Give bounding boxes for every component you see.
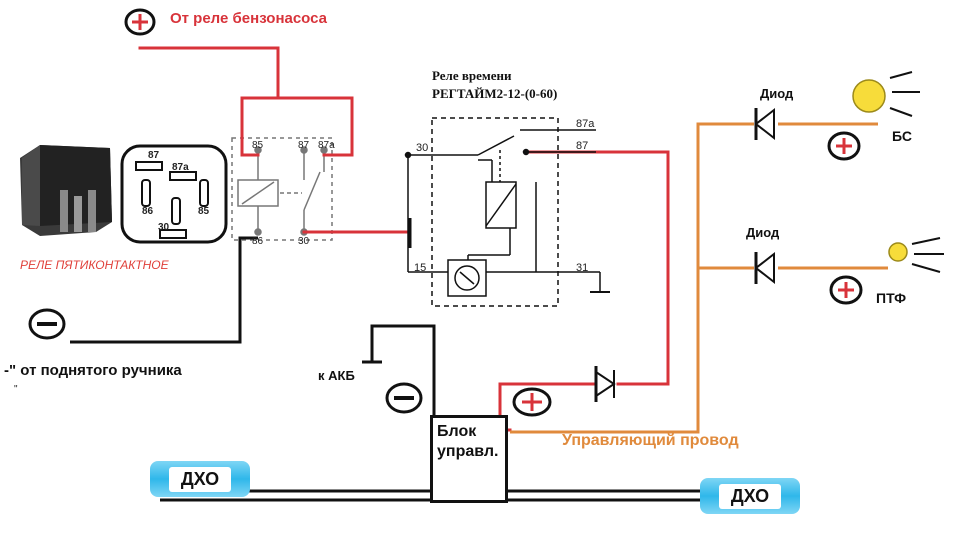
minus-icon-handbrake bbox=[28, 308, 66, 340]
diode-top-label: Диод bbox=[760, 86, 794, 101]
minus-icon-block bbox=[385, 382, 423, 414]
time-relay-pin-30: 30 bbox=[416, 142, 429, 154]
relay-pin-30: 30 bbox=[298, 236, 310, 247]
plus-icon-bs bbox=[827, 131, 861, 161]
relay-pin-87: 87 bbox=[298, 140, 310, 151]
lamp-ptf-icon bbox=[888, 237, 944, 273]
control-block-line2: управл. bbox=[437, 443, 499, 460]
relay-pin-85: 85 bbox=[252, 140, 264, 151]
fuel-pump-relay-label: От реле бензонасоса bbox=[170, 10, 328, 27]
control-block: Блок управл. bbox=[430, 415, 508, 503]
relay-schematic bbox=[231, 137, 333, 241]
time-relay-pin-87: 87 bbox=[576, 140, 589, 152]
time-relay-title: Реле времени bbox=[432, 68, 512, 83]
diode-ptf bbox=[754, 251, 775, 285]
handbrake-label: -" от поднятого ручника bbox=[4, 362, 182, 379]
time-relay-model: РЕГТАЙМ2-12-(0-60) bbox=[432, 86, 558, 101]
control-wires bbox=[510, 122, 888, 434]
handbrake-mark: " bbox=[14, 384, 18, 395]
lamp-bs-icon bbox=[852, 71, 920, 117]
relay-pin-87a: 87a bbox=[318, 140, 335, 151]
relay-face bbox=[120, 144, 228, 244]
relay-face-30: 30 bbox=[158, 222, 170, 233]
control-wire-label: Управляющий провод bbox=[562, 432, 739, 449]
positive-wires bbox=[138, 46, 670, 432]
drl-left-label: ДХО bbox=[168, 466, 232, 492]
relay-face-87: 87 bbox=[148, 150, 160, 161]
drl-left: ДХО bbox=[150, 461, 250, 497]
drl-right-label: ДХО bbox=[718, 483, 782, 509]
bs-label: БС bbox=[892, 128, 912, 144]
drl-right: ДХО bbox=[700, 478, 800, 514]
diode-bs bbox=[754, 107, 775, 141]
diode-relay-line bbox=[594, 366, 616, 402]
relay-pin-86: 86 bbox=[252, 236, 264, 247]
time-relay-pin-87a: 87a bbox=[576, 118, 595, 130]
control-block-line1: Блок bbox=[437, 423, 477, 440]
relay-face-86: 86 bbox=[142, 206, 154, 217]
to-battery-label: к АКБ bbox=[318, 368, 355, 383]
plus-icon-ptf bbox=[829, 275, 863, 305]
ptf-label: ПТФ bbox=[876, 290, 907, 306]
plus-icon-block bbox=[512, 387, 552, 417]
time-relay-pin-31: 31 bbox=[576, 262, 589, 274]
time-relay bbox=[404, 117, 610, 307]
five-pin-relay-label: РЕЛЕ ПЯТИКОНТАКТНОЕ bbox=[20, 258, 169, 272]
time-relay-pin-15: 15 bbox=[414, 262, 427, 274]
relay-photo bbox=[20, 145, 112, 236]
relay-face-87a: 87a bbox=[172, 162, 189, 173]
plus-icon-fuel bbox=[124, 8, 156, 36]
relay-face-85: 85 bbox=[198, 206, 210, 217]
diode-bottom-label: Диод bbox=[746, 225, 780, 240]
